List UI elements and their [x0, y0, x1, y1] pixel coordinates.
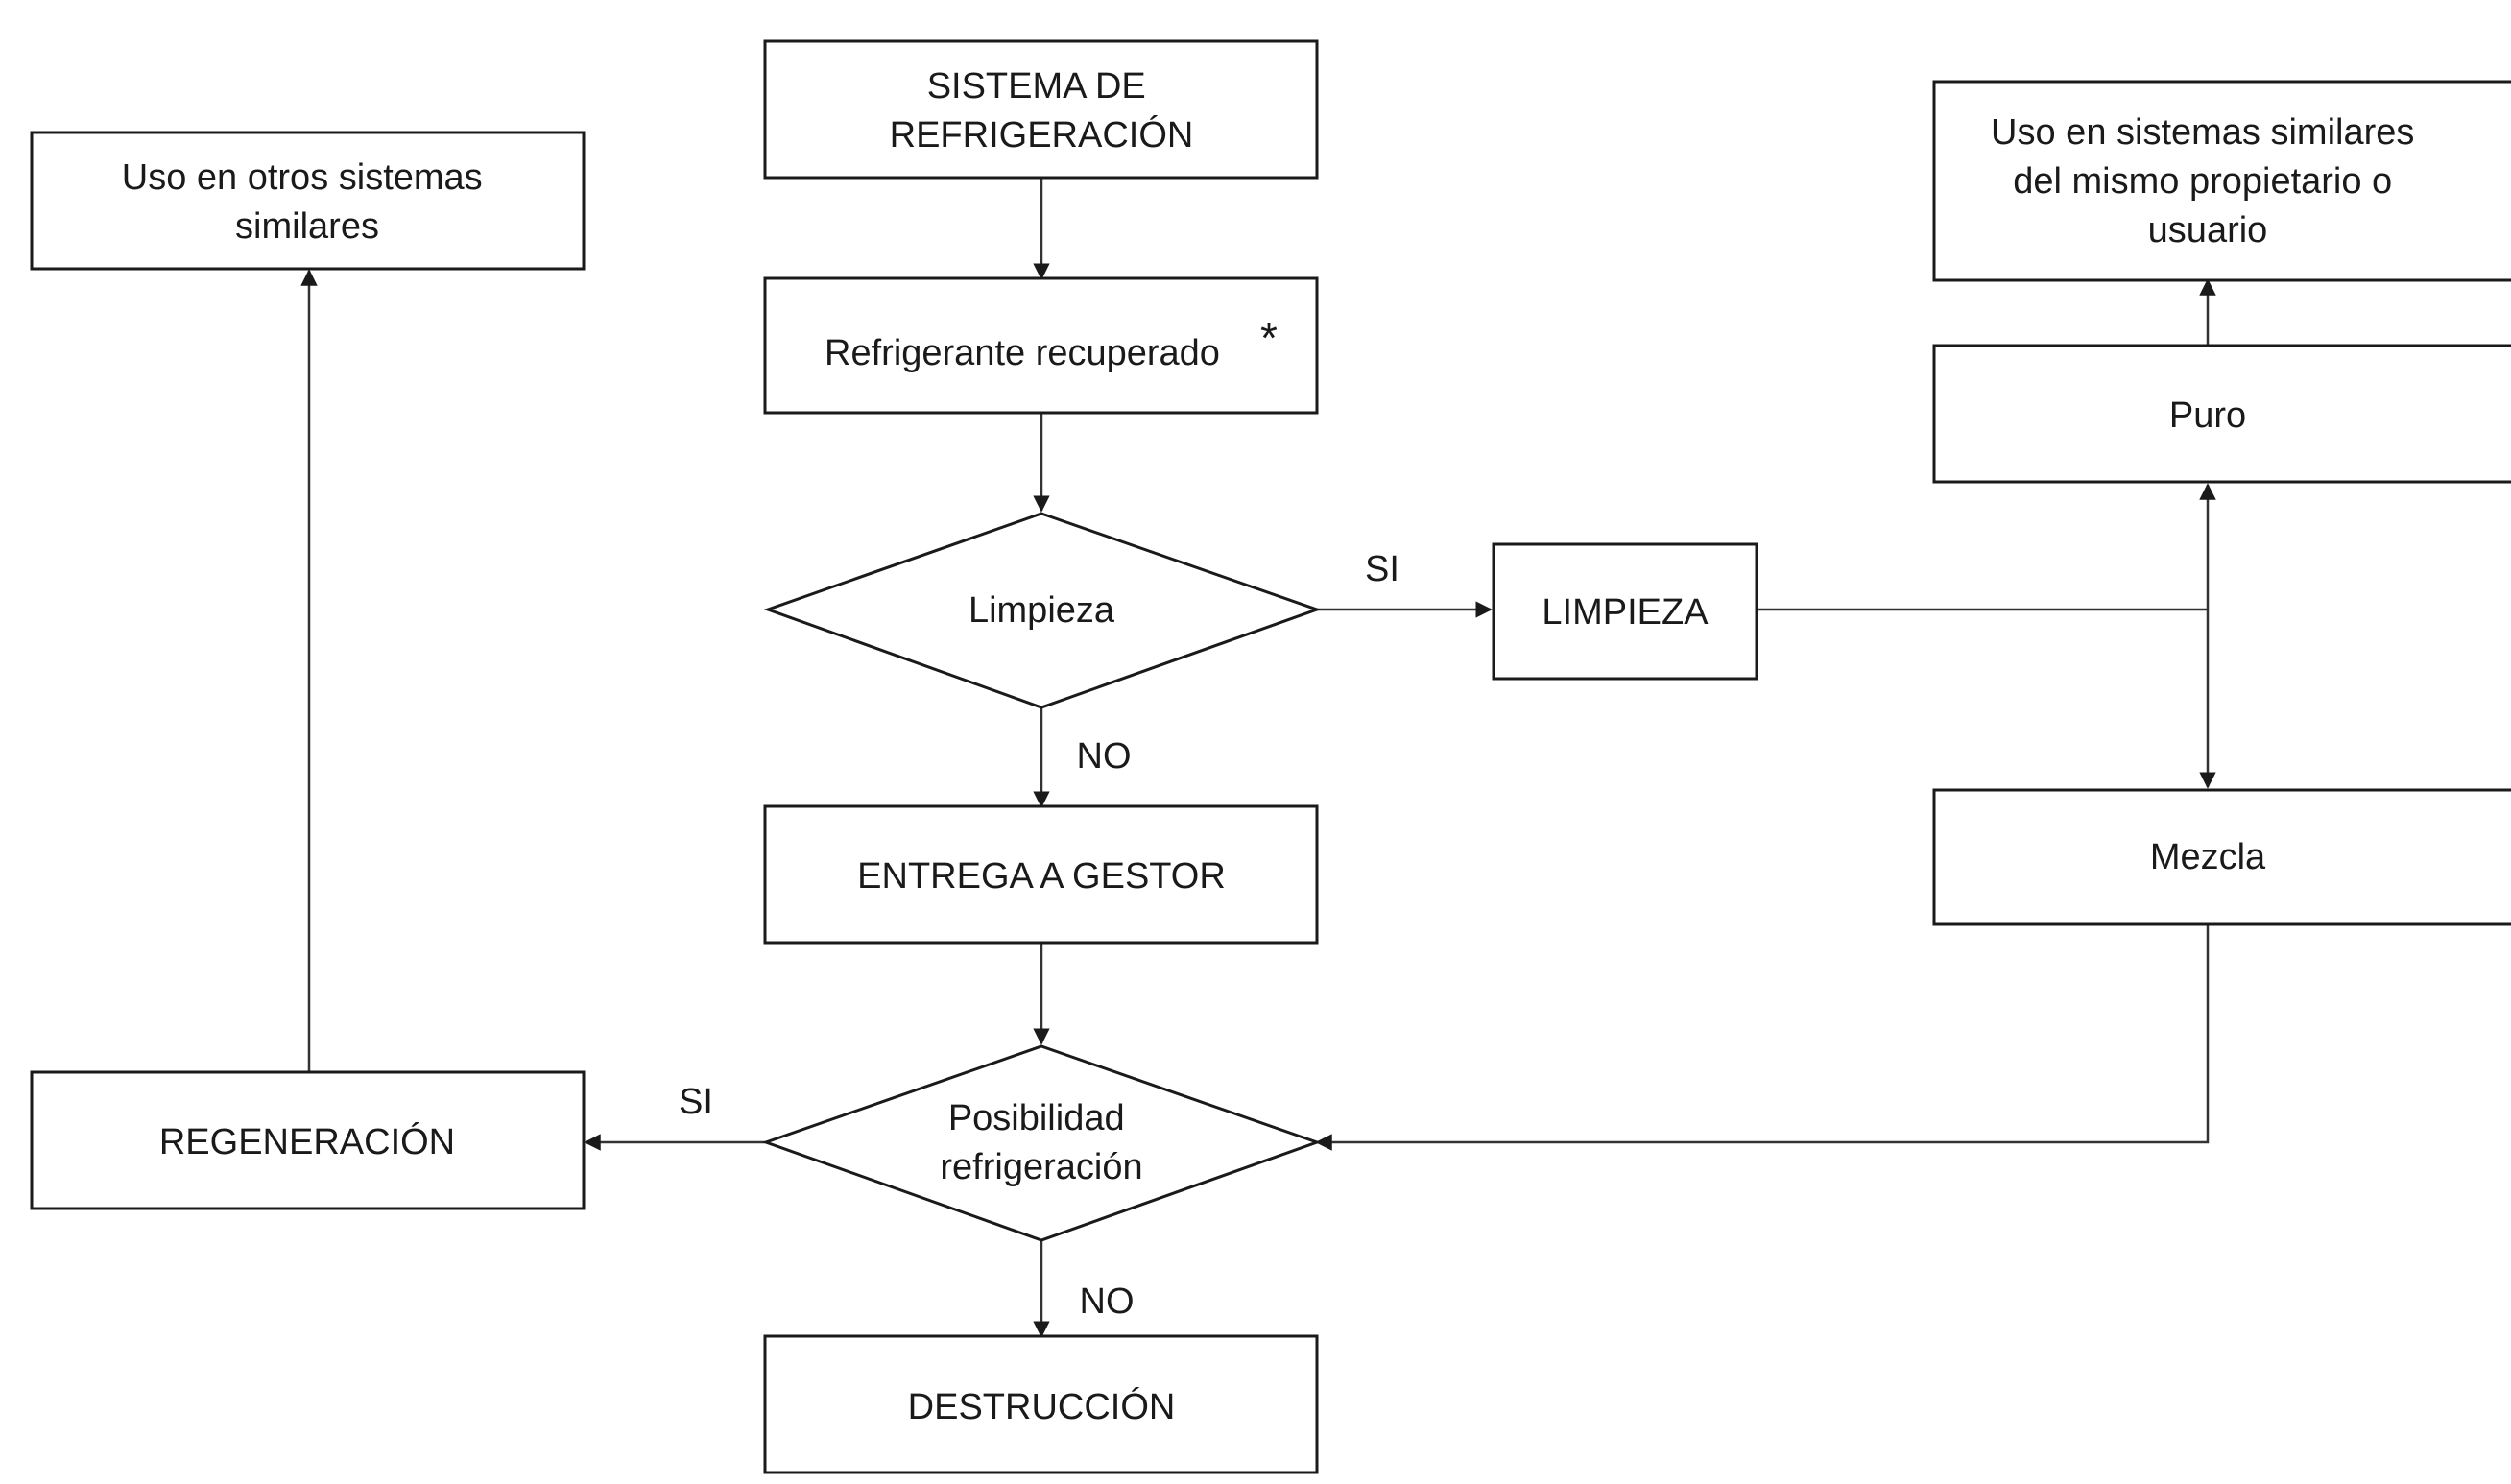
node-mezcla-label: Mezcla — [2150, 837, 2266, 877]
svg-text:Posibilidad refrigeració: Posibilidad refrigeración — [940, 1098, 1142, 1187]
node-otros-line-1: Uso en otros sistemas — [122, 157, 483, 198]
node-limpieza-process: LIMPIEZA — [1492, 542, 1758, 681]
edge-label-limpieza-no: NO — [1077, 736, 1132, 777]
node-sistema-refrigeracion: SISTEMA DE REFRIGERACIÓN — [763, 39, 1319, 180]
node-recuperado-asterisk: * — [1260, 313, 1278, 363]
node-regeneracion: REGENERACIÓN — [30, 1070, 586, 1210]
edge-label-posibilidad-si: SI — [679, 1082, 713, 1122]
node-limpieza-process-label: LIMPIEZA — [1542, 592, 1709, 633]
node-destruccion: DESTRUCCIÓN — [763, 1334, 1319, 1474]
node-entrega-label: ENTREGA A GESTOR — [857, 856, 1226, 897]
node-puro: Puro — [1932, 344, 2511, 484]
svg-text:SISTEMA DE REFRIGERACIÓN: SISTEMA DE REFRIGERACIÓN — [890, 66, 1194, 156]
node-otros-line-2: similares — [235, 206, 379, 247]
decision-posibilidad-line-2: refrigeración — [940, 1147, 1142, 1187]
edge-label-limpieza-si: SI — [1365, 549, 1399, 589]
node-mezcla: Mezcla — [1932, 788, 2511, 926]
node-entrega-gestor: ENTREGA A GESTOR — [763, 804, 1319, 945]
node-propietario-line-1: Uso en sistemas similares — [1991, 112, 2414, 153]
decision-limpieza-label: Limpieza — [969, 590, 1115, 631]
node-recuperado-label: Refrigerante recuperado — [825, 333, 1220, 373]
decision-limpieza: Limpieza — [763, 512, 1322, 709]
node-refrigerante-recuperado: Refrigerante recuperado * — [763, 276, 1319, 415]
node-sistema-line-1: SISTEMA DE — [927, 66, 1146, 107]
decision-posibilidad-line-1: Posibilidad — [948, 1098, 1125, 1138]
svg-text:Uso en otros sistemas si: Uso en otros sistemas similares — [122, 157, 492, 247]
node-regeneracion-label: REGENERACIÓN — [159, 1121, 455, 1162]
node-destruccion-label: DESTRUCCIÓN — [908, 1386, 1176, 1427]
edge-label-posibilidad-no: NO — [1080, 1281, 1135, 1322]
edge-mezcla-to-posibilidad — [1315, 924, 2210, 1151]
node-propietario-line-3: usuario — [2148, 210, 2268, 251]
node-puro-label: Puro — [2169, 395, 2246, 436]
svg-text:Uso en sistemas similares: Uso en sistemas similares del mismo prop… — [1991, 112, 2425, 251]
node-sistema-line-2: REFRIGERACIÓN — [890, 114, 1194, 156]
node-uso-propietario: Uso en sistemas similares del mismo prop… — [1932, 80, 2511, 282]
node-propietario-line-2: del mismo propietario o — [2013, 161, 2392, 202]
node-uso-otros-sistemas: Uso en otros sistemas similares — [30, 131, 586, 271]
decision-posibilidad-refrigeracion: Posibilidad refrigeración — [761, 1044, 1322, 1242]
